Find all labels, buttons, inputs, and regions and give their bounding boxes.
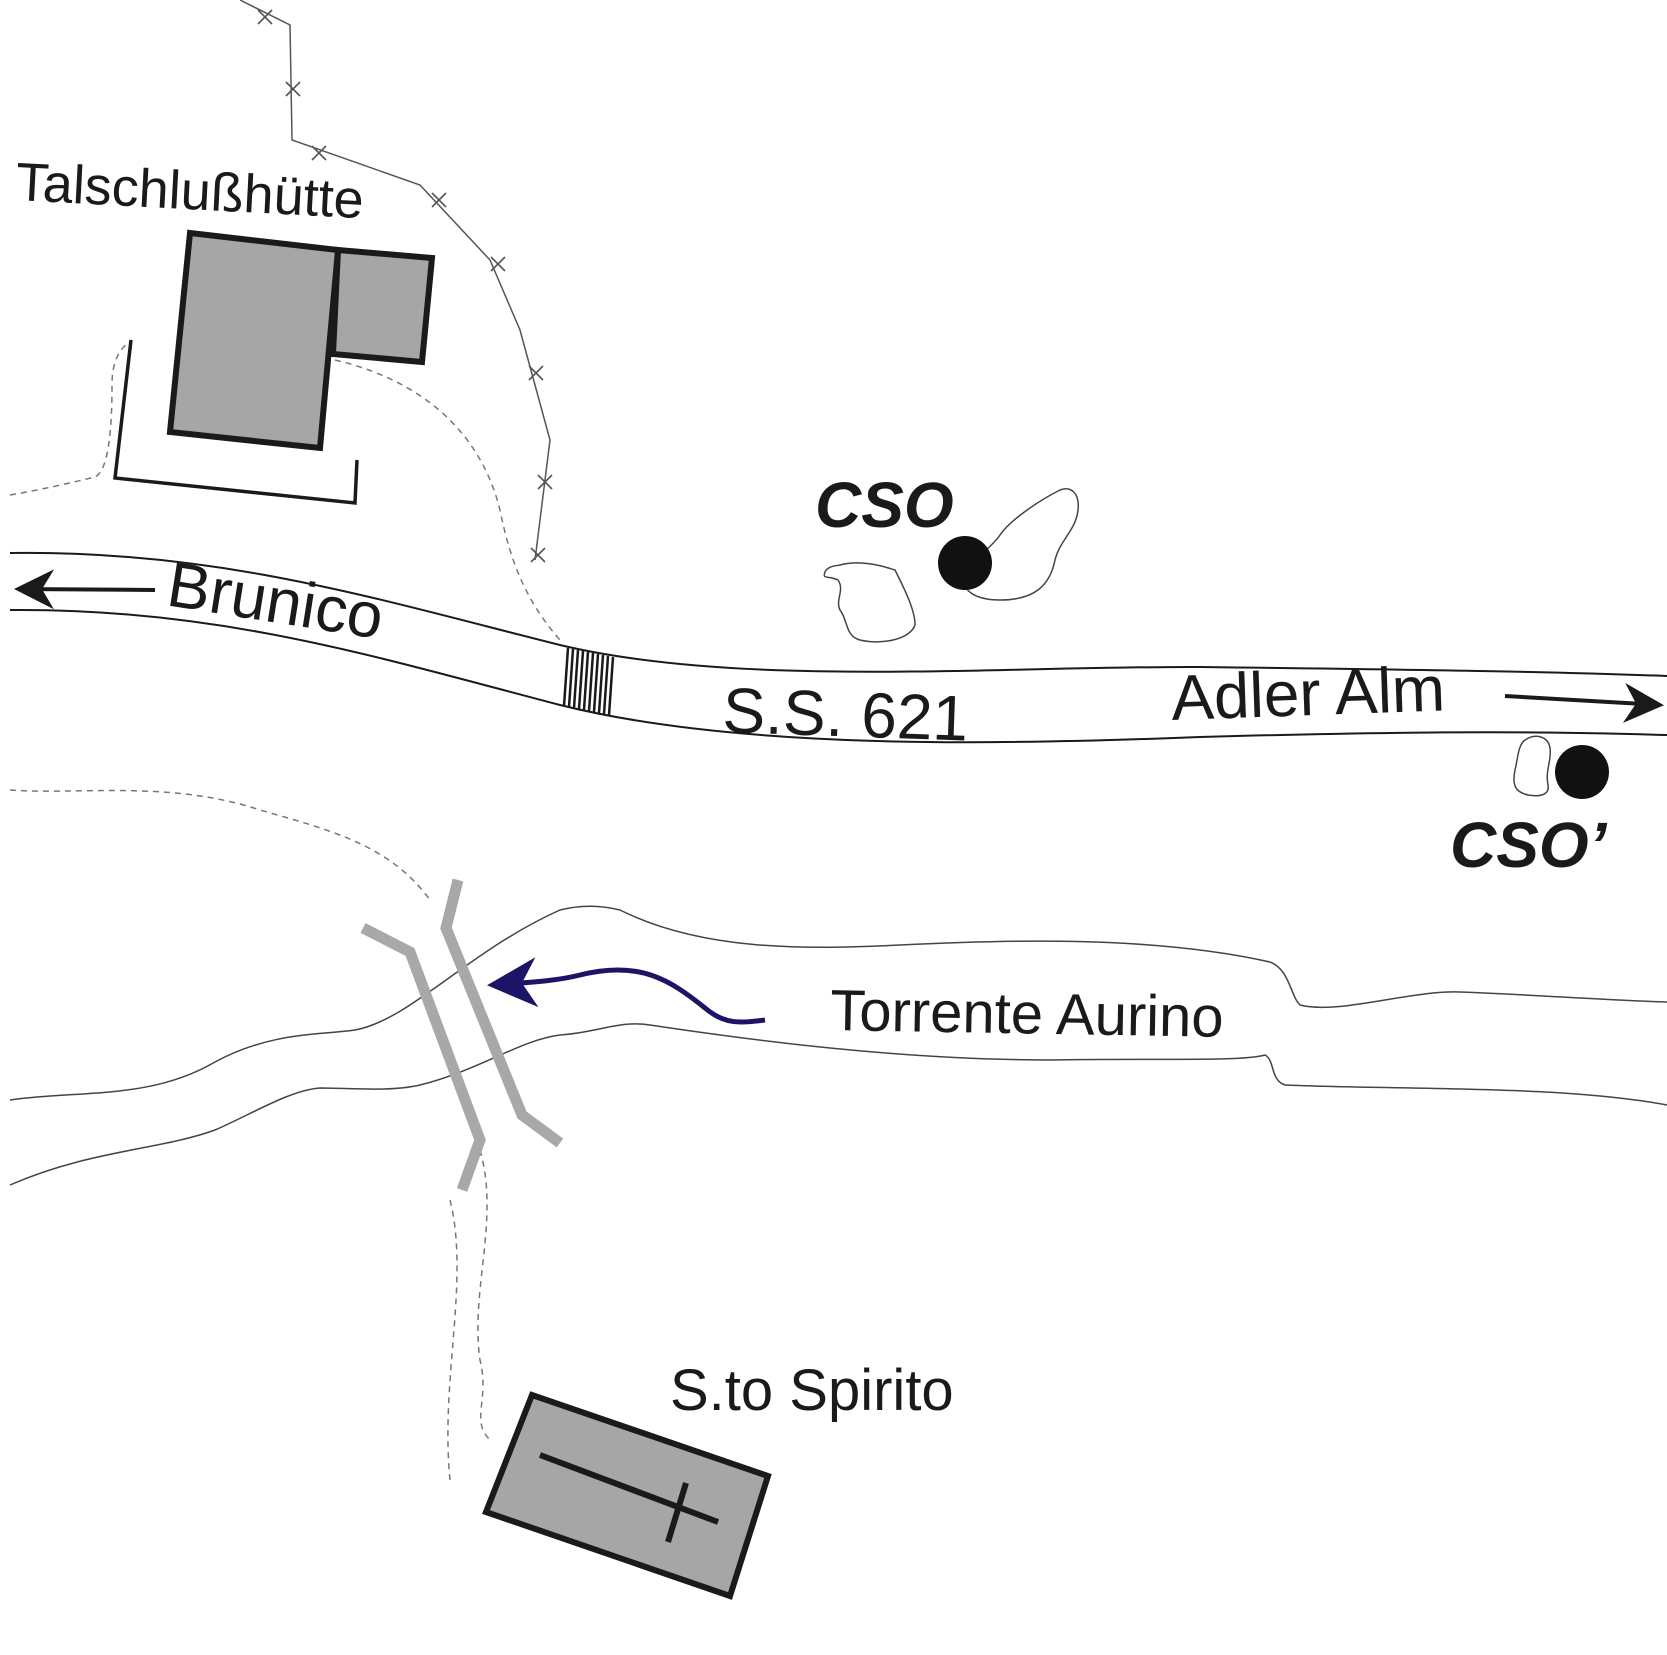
river-banks bbox=[9, 905, 1667, 1186]
arrow-east bbox=[1504, 682, 1664, 723]
cso-prime-station-marker bbox=[1555, 745, 1609, 799]
river-label: Torrente Aurino bbox=[830, 978, 1224, 1050]
fence-line bbox=[239, 0, 553, 563]
church-building bbox=[482, 1391, 772, 1600]
hut-building bbox=[166, 229, 436, 452]
direction-east-label: Adler Alm bbox=[1170, 652, 1446, 734]
road-ss621 bbox=[9, 551, 1667, 744]
cso-label: CSO bbox=[815, 469, 954, 541]
bridge bbox=[360, 878, 564, 1192]
road-number-label: S.S. 621 bbox=[722, 674, 970, 755]
hut-label: Talschlußhütte bbox=[14, 152, 365, 230]
cso-prime-label: CSO’ bbox=[1450, 809, 1608, 881]
footpaths bbox=[9, 339, 561, 1481]
river-flow-arrow bbox=[487, 957, 766, 1025]
crosswalk bbox=[562, 647, 615, 716]
cso-station-marker bbox=[938, 536, 992, 590]
church-label: S.to Spirito bbox=[670, 1358, 954, 1423]
arrow-west bbox=[14, 569, 156, 610]
hut-yard-outline bbox=[113, 339, 359, 505]
direction-west-label: Brunico bbox=[163, 548, 389, 653]
